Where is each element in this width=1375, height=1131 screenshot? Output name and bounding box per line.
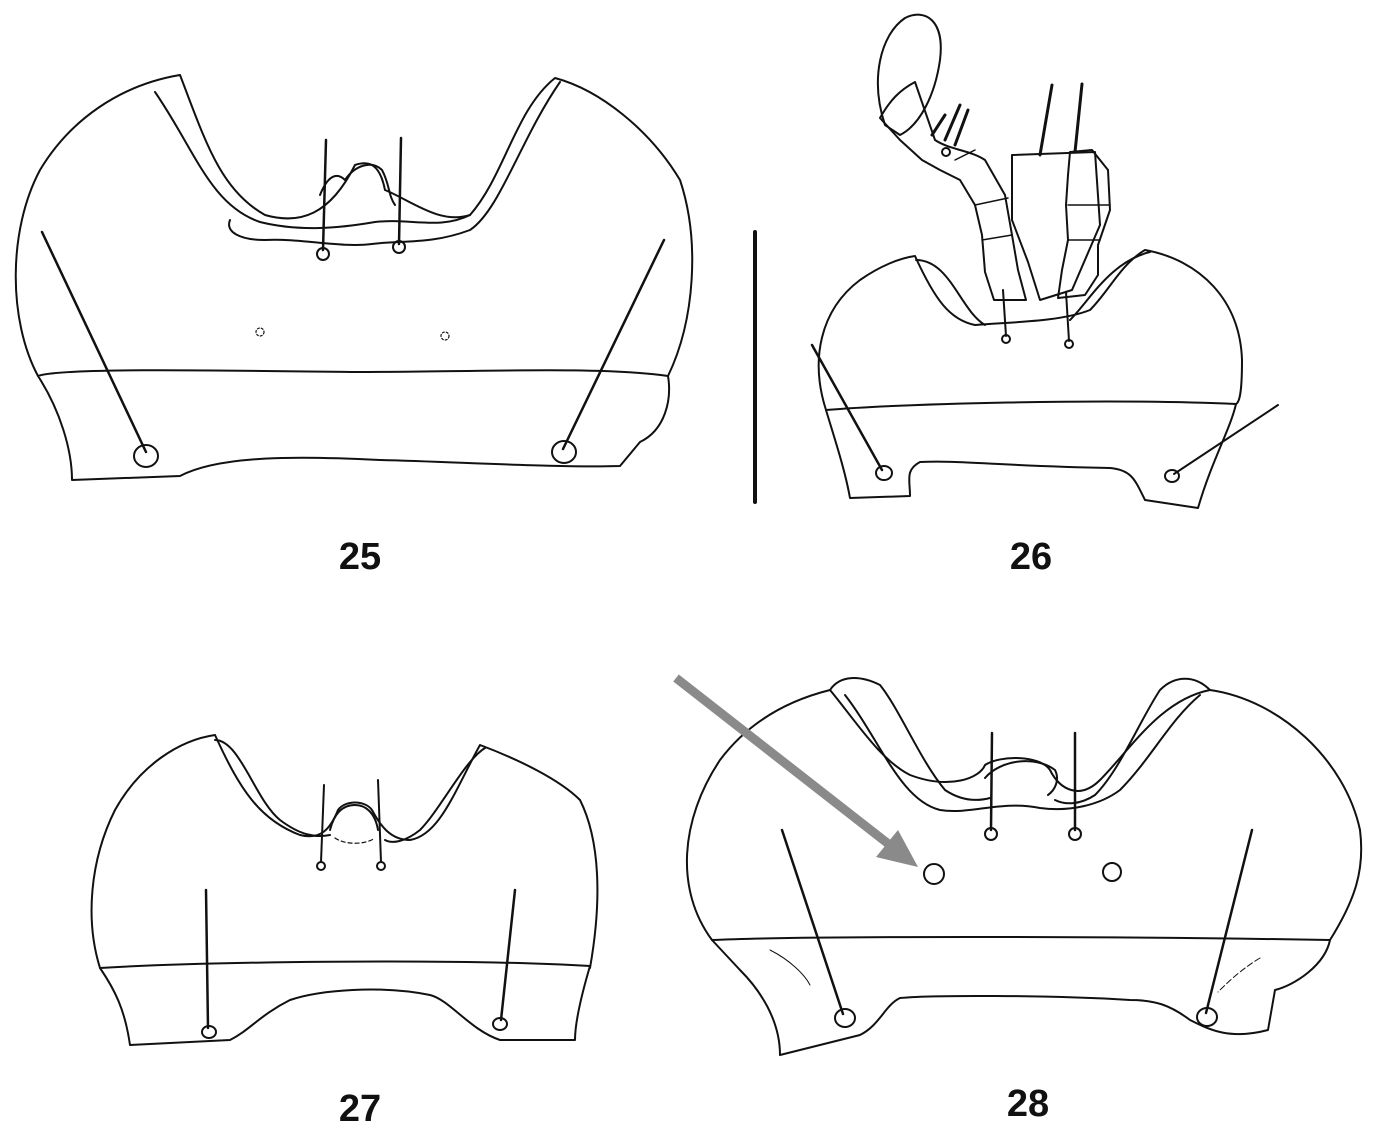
fig25-socket-inner-left [316,247,330,261]
fig28-pore-left [923,863,945,885]
figure-26-drawing [810,13,1279,509]
pointer-arrow [673,674,918,867]
fig25-median-notch [319,163,396,206]
fig26-spine-d [1038,83,1054,157]
fig25-pore-right [440,331,450,341]
figure-label-26: 26 [1009,536,1053,578]
fig27-sclerite-outline [90,734,599,969]
fig25-seta-inner-left [321,138,328,252]
fig25-seta-outer-right [561,238,666,451]
fig26-seta-inner-left [1002,289,1007,337]
fig26-segment-line-c [981,234,1013,241]
fig28-pore-right [1102,862,1122,882]
figure-label-27: 27 [338,1088,382,1130]
fig26-palp-left [879,81,1027,301]
fig26-socket-outer-left [875,465,893,481]
fig25-inner-margin-right [228,81,561,246]
fig27-inner-margin-right [384,747,486,843]
fig26-spine-e [1073,82,1084,154]
fig26-inner-margin-right [1069,251,1151,321]
fig25-socket-outer-right [551,440,577,464]
fig28-seta-outer-left [780,828,845,1016]
fig25-sclerite-outline [14,74,694,377]
fig28-fold-right [1217,957,1261,993]
fig27-socket-inner-right [376,861,386,871]
fig26-palp-terminal-segment [876,13,942,136]
fig26-sclerite-outline [817,249,1243,411]
fig25-lower-plate [37,369,671,481]
fig28-seta-outer-right [1204,828,1254,1015]
fig26-central-plate [1011,151,1101,301]
figure-label-28: 28 [1006,1083,1050,1125]
fig26-socket-outer-right [1164,469,1180,483]
fig25-seta-inner-right [397,136,403,246]
fig26-seta-outer-left [810,343,884,472]
fig28-sclerite-outline [685,689,1363,941]
fig27-socket-outer-right [492,1017,508,1031]
fig26-seta-outer-right [1173,404,1279,475]
fig28-median-notch [984,760,1058,796]
fig27-median-notch [329,804,379,831]
fig25-pore-left [255,327,265,337]
fig26-segment-line-b [974,197,1009,206]
fig27-notch-dashed [334,837,376,844]
fig28-seta-inner-left [989,731,994,832]
fig27-lower-plate [99,960,591,1046]
fig26-seta-inner-right [1065,291,1070,342]
figure-27-drawing [90,734,599,1046]
fig27-seta-outer-left [204,888,210,1030]
fig28-socket-outer-left [834,1008,856,1028]
fig28-socket-inner-right [1068,827,1082,841]
fig26-segment-line-a [954,149,976,161]
fig25-socket-inner-right [392,240,406,254]
fig26-spine-b [943,103,962,142]
fig27-socket-outer-left [201,1025,217,1039]
fig27-inner-margin-left [214,739,331,838]
fig27-socket-inner-left [316,861,326,871]
fig26-palp-pore [941,147,951,157]
fig25-seta-outer-left [40,230,148,454]
fig26-spine-c [953,108,970,147]
fig28-socket-inner-left [984,827,998,841]
fig28-inner-margin [844,694,1201,813]
figure-label-25: 25 [338,536,382,578]
fig26-socket-inner-right [1064,339,1074,349]
figure-28-drawing [685,677,1363,1056]
fig26-inner-margin-left [915,259,986,326]
fig26-spine-a [930,113,947,137]
fig25-socket-outer-left [133,444,159,468]
fig25-inner-margin-left [154,91,471,230]
fig26-palp-right [1057,149,1111,299]
fig27-seta-outer-right [499,888,517,1022]
fig28-socket-outer-right [1196,1007,1218,1027]
fig27-seta-inner-right [377,779,382,863]
figure-25-drawing [14,74,694,481]
fig27-seta-inner-left [320,784,325,863]
fig26-lower-plate [825,400,1237,509]
fig28-fold-left [769,949,811,986]
fig26-socket-inner-left [1001,334,1011,344]
fig28-lobe-right [1054,677,1211,805]
fig28-lobe-left [829,677,991,801]
fig28-lower-plate [711,936,1331,1056]
